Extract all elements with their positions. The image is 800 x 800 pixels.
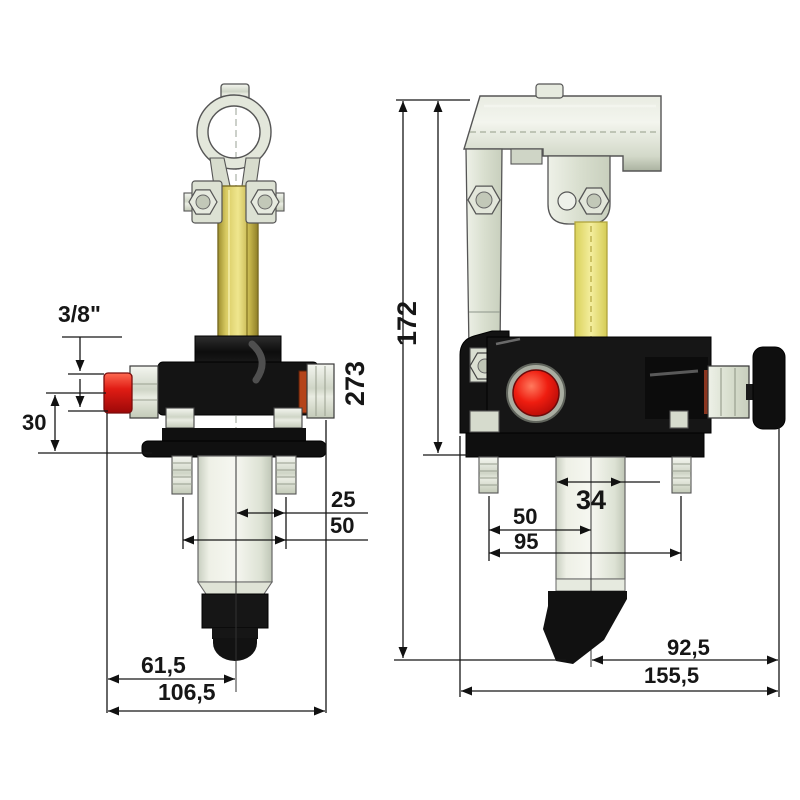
outlet-highlight <box>649 369 699 377</box>
clevis-hole <box>557 191 577 211</box>
lower-block-front <box>201 593 269 629</box>
side-view <box>459 83 786 667</box>
flange-spacer-left <box>469 410 500 433</box>
stud-side-left <box>478 456 499 494</box>
handle-top-tab <box>535 83 564 99</box>
dim-label-port: 3/8" <box>58 301 101 327</box>
mounting-stud-left <box>171 455 193 495</box>
dim-label-106-5: 106,5 <box>158 679 216 705</box>
mounting-flange-side <box>465 432 705 458</box>
dim-label-95: 95 <box>514 529 539 554</box>
outlet-section <box>645 357 708 419</box>
dim-label-25: 25 <box>331 487 356 512</box>
handle-link-arm <box>465 148 503 351</box>
mounting-stud-right <box>275 455 297 495</box>
flange-nut-left <box>165 407 195 429</box>
port-cap-red <box>103 372 133 414</box>
t-handle-stem <box>746 384 756 400</box>
foot-block <box>543 591 627 664</box>
bottom-dome-front <box>213 638 257 661</box>
valve-body-glare <box>248 340 266 384</box>
port-collar-left <box>129 365 159 419</box>
dim-label-155-5: 155,5 <box>644 663 700 688</box>
port-fitting-right <box>306 363 335 419</box>
cylinder-taper-front <box>196 581 274 595</box>
fitting-hex-nut-side <box>707 365 750 419</box>
valve-body-front <box>157 361 319 416</box>
dim-label-30: 30 <box>22 410 47 435</box>
t-handle-knob <box>752 346 786 430</box>
fitting-washer-side <box>704 370 710 414</box>
handle-bottom-tab <box>510 148 543 165</box>
front-view <box>103 83 335 692</box>
flange-upper-plate <box>162 428 306 442</box>
flange-spacer-right <box>669 410 689 429</box>
flange-lower-plate <box>141 440 327 458</box>
dim-label-61-5: 61,5 <box>141 652 186 678</box>
dim-label-50-front: 50 <box>330 513 355 538</box>
dim-label-50-side: 50 <box>513 504 538 529</box>
red-knob <box>512 369 560 417</box>
rod-yoke <box>183 180 285 224</box>
body-highlight <box>495 337 521 346</box>
dim-label-34: 34 <box>576 485 607 515</box>
dim-label-92-5: 92,5 <box>667 635 710 660</box>
stud-side-right <box>671 456 692 494</box>
pump-cylinder-front <box>197 455 273 583</box>
dimension-lines <box>38 99 780 716</box>
lower-step-front <box>212 628 258 639</box>
dim-label-273: 273 <box>340 360 370 406</box>
dim-label-172: 172 <box>392 300 422 346</box>
flange-nut-right <box>273 407 303 429</box>
